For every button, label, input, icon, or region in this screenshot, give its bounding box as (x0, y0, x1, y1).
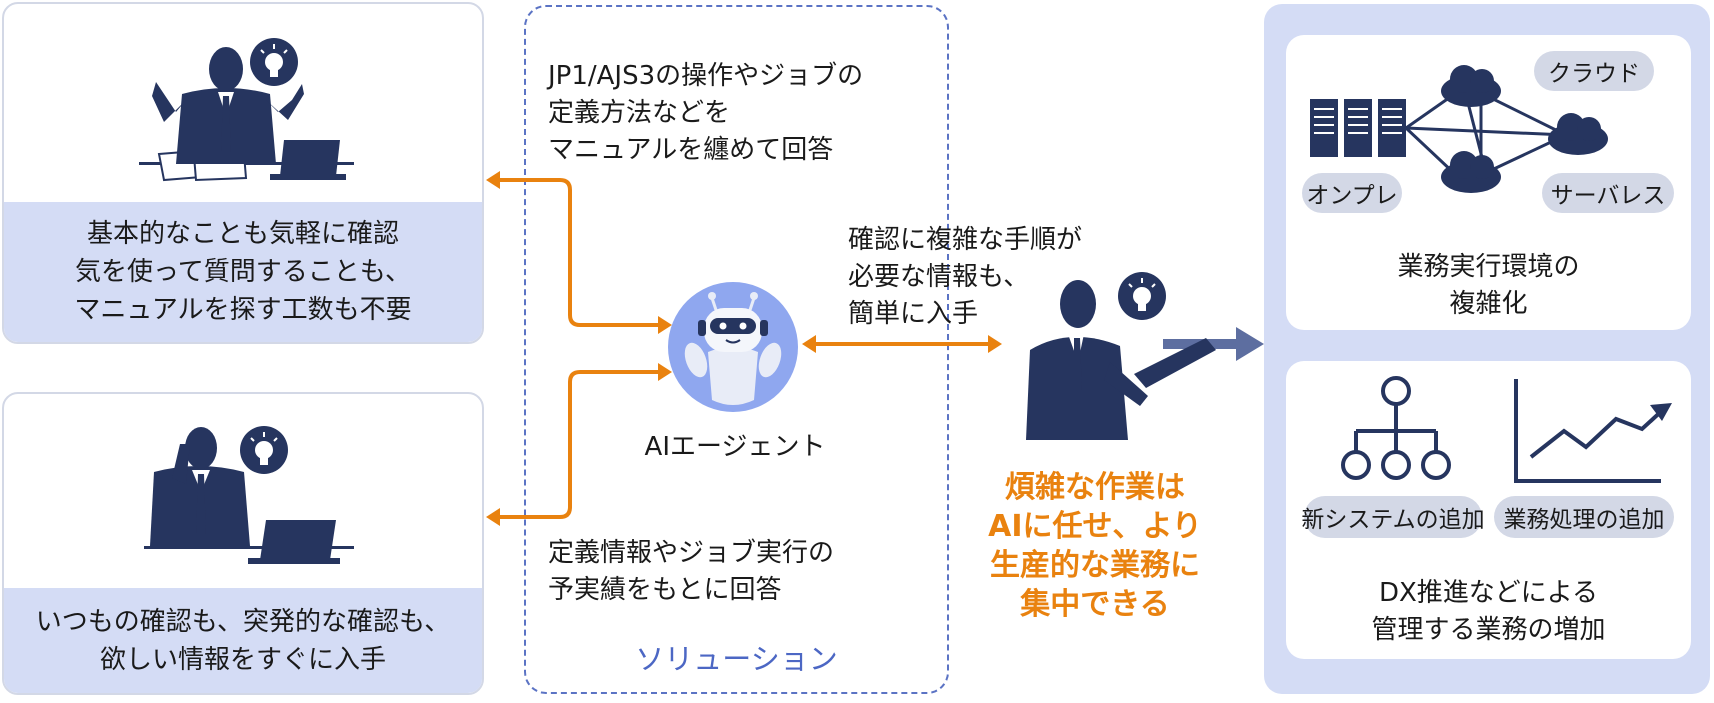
arrow-agent-to-top-card (494, 178, 668, 327)
left-card-bottom: いつもの確認も、突発的な確認も、 欲しい情報をすぐに入手 (2, 392, 484, 695)
benefit-line: 生産的な業務に (990, 548, 1200, 583)
growth-chart-icon (1514, 379, 1668, 483)
user-with-tablet-illustration (1026, 272, 1216, 440)
benefit-line: 集中できる (1020, 587, 1170, 622)
businessman-on-phone-illustration (144, 426, 354, 564)
pill-onprem: オンプレ (1302, 173, 1402, 213)
solution-box (524, 5, 949, 694)
text-line: マニュアルを纏めて回答 (548, 135, 834, 165)
caption-line: 管理する業務の増加 (1371, 615, 1606, 645)
environment-caption: 業務実行環境の 複雑化 (1286, 249, 1691, 323)
text-line: 定義方法などを (548, 98, 731, 128)
pill-new-process: 業務処理の追加 (1494, 496, 1674, 538)
pill-cloud: クラウド (1534, 51, 1654, 91)
caption-line: 気を使って質問することも、 (75, 257, 411, 287)
caption-line: 業務実行環境の (1397, 252, 1580, 282)
text-line: 確認に複雑な手順が (848, 225, 1083, 255)
caption-line: 複雑化 (1449, 289, 1528, 319)
arrow-agent-to-bottom-card (494, 370, 668, 519)
text-line: 予実績をもとに回答 (548, 575, 782, 605)
pill-new-system: 新システムの追加 (1301, 496, 1485, 538)
arrowhead (988, 335, 1002, 353)
environment-card: クラウド オンプレ サーバレス 業務実行環境の 複雑化 (1286, 35, 1691, 330)
arrowhead (486, 508, 500, 526)
arrowhead (658, 363, 672, 381)
cloud-icon (1441, 65, 1501, 107)
caption-line: マニュアルを探す工数も不要 (74, 295, 412, 325)
lightbulb-icon (240, 426, 288, 474)
text-line: 必要な情報も、 (848, 262, 1030, 292)
left-card-bottom-caption: いつもの確認も、突発的な確認も、 欲しい情報をすぐに入手 (4, 588, 482, 693)
caption-line: 欲しい情報をすぐに入手 (99, 644, 386, 675)
robot-icon (668, 282, 798, 412)
arrowhead (802, 335, 816, 353)
benefit-line: 煩雑な作業は (1005, 470, 1185, 505)
arrowhead (486, 171, 500, 189)
middle-text: 確認に複雑な手順が 必要な情報も、 簡単に入手 (848, 222, 1082, 333)
cloud-icon (1441, 151, 1501, 193)
caption-line: DX推進などによる (1378, 578, 1599, 608)
arrowhead (658, 316, 672, 334)
arrowhead (1236, 327, 1264, 361)
benefit-text: 煩雑な作業は AIに任せ、より 生産的な業務に 集中できる (975, 468, 1215, 624)
caption-line: いつもの確認も、突発的な確認も、 (35, 606, 451, 637)
solution-label: ソリューション (635, 642, 838, 676)
pill-serverless: サーバレス (1542, 173, 1674, 213)
server-icon (1310, 99, 1406, 157)
workload-caption: DX推進などによる 管理する業務の増加 (1286, 575, 1691, 649)
arrowhead (1650, 403, 1672, 421)
workload-card: 新システムの追加 業務処理の追加 DX推進などによる 管理する業務の増加 (1286, 361, 1691, 659)
cloud-icon (1548, 113, 1608, 155)
benefit-line: AIに任せ、より (988, 509, 1202, 544)
hierarchy-icon (1341, 376, 1451, 480)
solution-bottom-text: 定義情報やジョブ実行の 予実績をもとに回答 (548, 535, 834, 609)
lightbulb-icon (250, 38, 298, 86)
businessman-at-desk-illustration (139, 38, 354, 182)
network-diagram (1310, 65, 1608, 193)
text-line: 簡単に入手 (848, 299, 979, 329)
solution-top-text: JP1/AJS3の操作やジョブの 定義方法などを マニュアルを纏めて回答 (548, 58, 863, 169)
text-line: 定義情報やジョブ実行の (548, 538, 835, 568)
caption-line: 基本的なことも気軽に確認 (86, 219, 399, 249)
left-card-top-caption: 基本的なことも気軽に確認 気を使って質問することも、 マニュアルを探す工数も不要 (4, 202, 482, 342)
left-card-top: 基本的なことも気軽に確認 気を使って質問することも、 マニュアルを探す工数も不要 (2, 2, 484, 344)
lightbulb-icon (1118, 272, 1166, 320)
agent-label: AIエージェント (644, 432, 826, 462)
text-line: JP1/AJS3の操作やジョブの (548, 61, 864, 91)
workload-icons (1341, 376, 1672, 483)
